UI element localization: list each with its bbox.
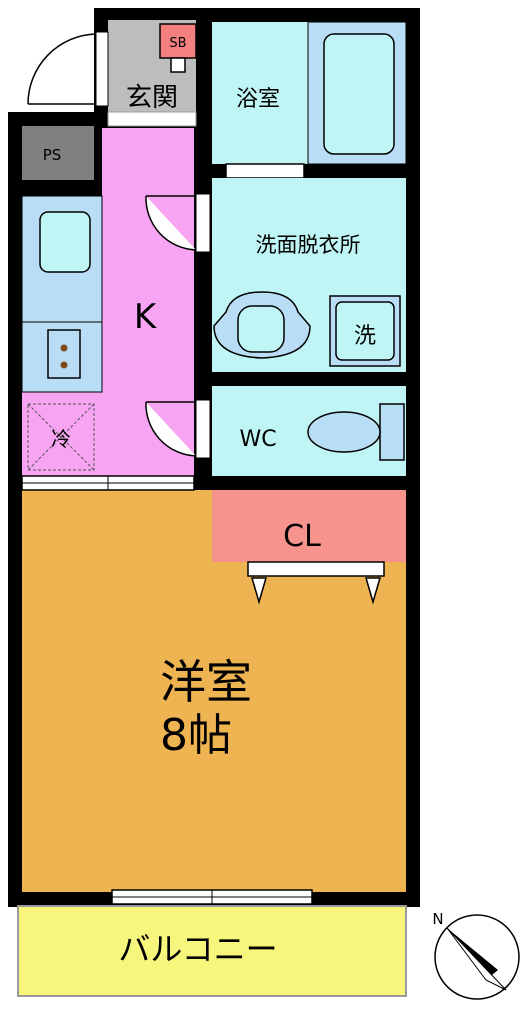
- ps-label: PS: [43, 146, 62, 164]
- sb-label: SB: [169, 36, 186, 51]
- sink-icon: [39, 211, 91, 273]
- fridge-space: 冷: [27, 403, 95, 471]
- closet-label: CL: [283, 519, 321, 554]
- closet-doors: [247, 561, 385, 605]
- closet: [212, 490, 406, 562]
- pipe-space: [22, 126, 94, 180]
- stove-icon: [47, 329, 81, 379]
- balcony: [17, 905, 407, 997]
- washer-label: 洗: [354, 324, 376, 349]
- bathtub-icon: [323, 33, 395, 155]
- balcony-label: バルコニー: [118, 930, 277, 968]
- washroom-label: 洗面脱衣所: [256, 233, 361, 257]
- switch-board: SB: [159, 23, 197, 73]
- washbasin-icon: [213, 291, 311, 359]
- toilet-icon: [307, 403, 405, 461]
- compass-north-label: N: [432, 910, 443, 928]
- washing-machine-icon: 洗: [329, 295, 401, 367]
- compass-icon: N: [432, 910, 520, 1000]
- bathroom-label: 浴室: [236, 87, 280, 112]
- wc-door: [145, 399, 211, 459]
- kitchen-sliding-door: [21, 475, 195, 491]
- entrance-door: [27, 31, 109, 107]
- kitchen-label: K: [134, 297, 158, 337]
- wc-label: WC: [239, 427, 276, 452]
- genkan-label: 玄関: [126, 83, 178, 113]
- western-room-size: 8帖: [160, 710, 232, 761]
- kitchen-counter: [21, 195, 103, 393]
- western-room-label: 洋室: [160, 655, 252, 709]
- balcony-window: [111, 889, 313, 905]
- fridge-label: 冷: [51, 427, 71, 451]
- washroom-door: [145, 193, 211, 253]
